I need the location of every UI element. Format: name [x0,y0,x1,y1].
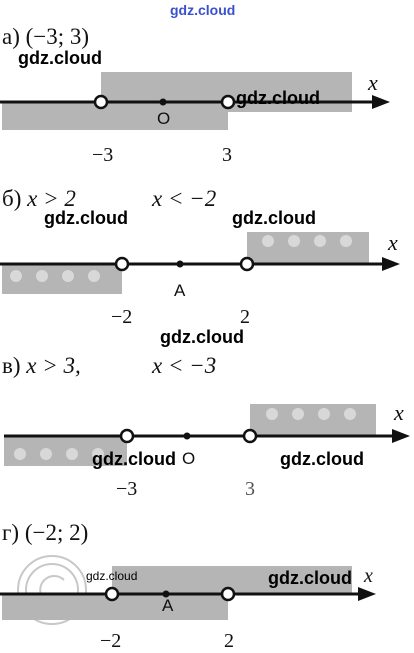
watermark: gdz.cloud [236,88,320,108]
part-v-prefix: в) [2,353,27,378]
part-b-ineq1: x > 2 [27,186,76,211]
part-a-point-label: O [157,109,171,128]
part-b-ineq2: x < −2 [152,186,217,211]
axis-x-label: x [368,70,378,95]
axis-arrow-icon [392,429,410,443]
axis-x-label: x [364,565,373,587]
shaded-ray-right [250,404,376,436]
part-g-label: г) (−2; 2) [2,520,89,545]
part-b-label: б) x > 2 [2,186,76,212]
watermark: gdz.cloud [280,449,364,469]
origin-dot [162,590,170,598]
hatch-dots-right [262,235,352,247]
axis-arrow-icon [382,257,400,271]
axis-arrow-icon [358,587,376,601]
shaded-ray-left [2,264,122,294]
part-v-ineq2: x < −3 [152,353,217,378]
part-b-prefix: б) [2,186,28,211]
open-point-right [239,256,255,272]
part-v-left-tick: −3 [116,478,138,500]
open-point-right [220,94,236,110]
origin-dot [183,432,191,440]
hatch-dots-left [10,270,100,282]
watermark: gdz.cloud [18,48,102,68]
hatch-dots-left [14,448,104,460]
shaded-region-lower [2,102,228,130]
open-point-right [242,428,258,444]
open-point-left [119,428,135,444]
part-v-point-label: O [182,449,196,468]
watermark-top: gdz.cloud [170,2,236,18]
watermark: gdz.cloud [44,208,128,228]
watermark: gdz.cloud [268,568,352,588]
part-a-figure [0,72,390,130]
axis-arrow-icon [372,95,390,109]
axis-x-label: x [388,230,398,255]
watermark: gdz.cloud [160,327,244,347]
part-a-right-tick: 3 [222,144,232,166]
part-b-right-tick: 2 [240,306,250,328]
part-a-left-tick: −3 [92,144,114,166]
hatch-dots-right [266,408,356,420]
open-point-left [93,94,109,110]
part-g-figure [0,555,376,625]
part-v-ineq2-wrap: x < −3 [152,353,216,379]
part-v-label: в) x > 3, [2,353,81,379]
open-point-right [220,586,236,602]
part-b-ineq2-wrap: x < −2 [152,186,216,212]
watermark-small: gdz.cloud [86,569,138,583]
part-a-label: а) (−3; 3) [2,24,90,49]
part-b-left-tick: −2 [111,306,133,328]
part-v-right-tick: 3 [245,478,255,500]
part-g-left-tick: −2 [100,630,122,652]
watermark: gdz.cloud [232,208,316,228]
open-point-left [104,586,120,602]
part-v-figure [4,404,410,466]
axis-x-label: x [394,400,404,425]
origin-dot [159,98,167,106]
part-b-figure [0,232,400,294]
part-g-right-tick: 2 [224,630,234,652]
part-v-ineq1: x > 3, [26,353,81,378]
origin-dot [176,260,184,268]
watermark: gdz.cloud [92,449,176,469]
part-b-point-label: A [174,281,186,300]
part-g-point-label: A [162,596,174,615]
open-point-left [114,256,130,272]
